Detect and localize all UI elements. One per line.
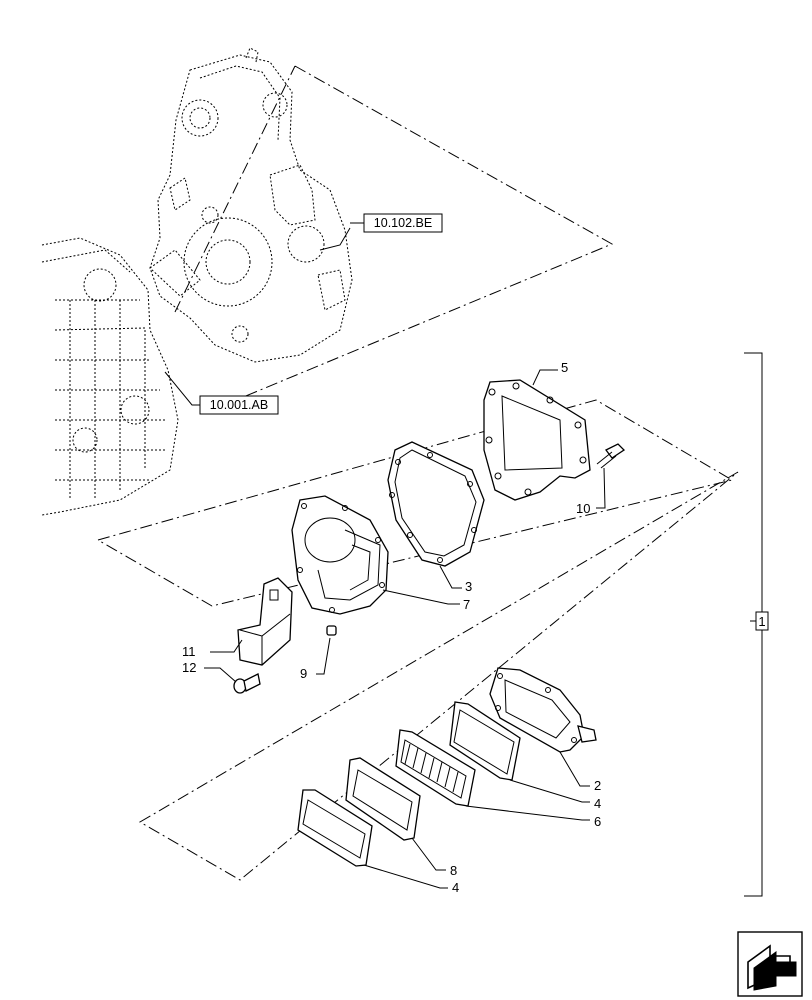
part-10-bolt[interactable] [596,443,626,469]
callout-leader-11 [210,639,243,653]
engine-block-phantom [41,237,179,516]
lower-section-plane [139,471,739,881]
callout-leader-3 [439,565,462,589]
next-page-button[interactable] [737,931,803,997]
reference-10-102-be-text: 10.102.BE [374,216,432,230]
callout-10: 10 [576,501,590,516]
callout-7: 7 [463,597,470,612]
callout-12: 12 [182,660,196,675]
part-8-frame[interactable] [345,757,421,841]
callout-leader-8 [411,837,446,871]
callout-5: 5 [561,360,568,375]
reference-10-001-ab-text: 10.001.AB [210,398,268,412]
callout-4b: 4 [452,880,459,895]
callout-leader-6 [465,805,590,821]
callout-leader-2 [559,751,590,787]
callout-leader-4b [363,864,448,889]
callout-leader-9 [316,637,331,675]
part-11-bracket[interactable] [237,577,293,666]
callout-6: 6 [594,814,601,829]
callout-3: 3 [465,579,472,594]
group-label: 1 [758,614,765,629]
callout-leader-4a [509,779,590,803]
part-7-plate[interactable] [291,495,389,615]
callout-leader-10 [596,467,606,509]
reference-10-102-be[interactable]: 10.102.BE [319,213,443,251]
part-5-cover[interactable] [483,379,591,501]
part-3-gasket[interactable] [387,441,485,567]
part-12-screw[interactable] [233,673,261,694]
part-9-plug[interactable] [326,625,337,636]
callout-8: 8 [450,863,457,878]
callout-leader-5 [532,369,558,386]
callout-2: 2 [594,778,601,793]
upper-section-plane [174,65,614,411]
part-4-gasket-upper[interactable] [449,701,521,781]
callout-4a: 4 [594,796,601,811]
part-4-gasket-lower[interactable] [297,789,373,867]
callout-leader-7 [382,589,460,605]
callout-leader-12 [204,667,237,683]
callout-11: 11 [182,644,196,659]
middle-section-plane [96,399,734,607]
callout-9: 9 [300,666,307,681]
group-bracket: 1 [744,352,769,897]
reference-10-001-ab[interactable]: 10.001.AB [164,371,279,415]
part-2-breather-housing[interactable] [489,667,597,753]
next-page-arrow-icon [747,944,797,991]
timing-cover-phantom [149,47,353,363]
